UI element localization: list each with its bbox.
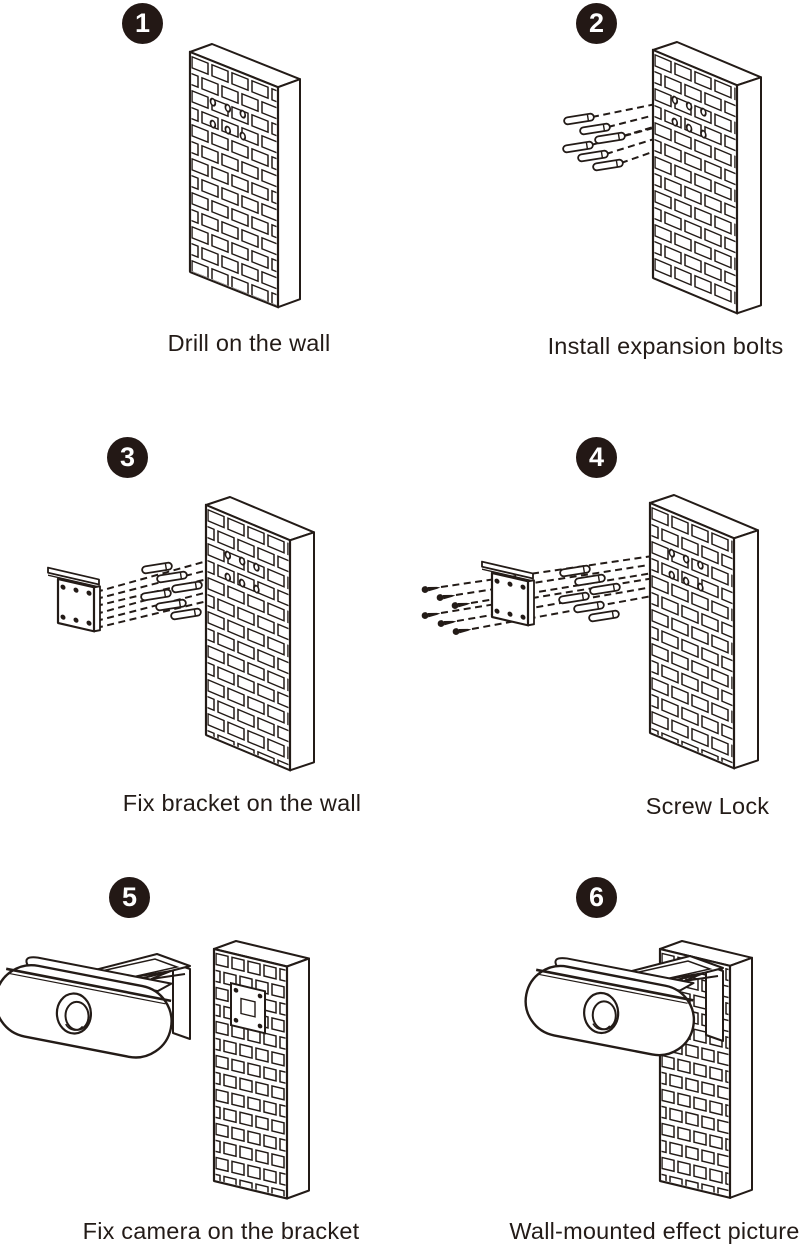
expansion-bolt bbox=[594, 131, 626, 145]
expansion-bolt bbox=[156, 570, 188, 584]
brick-wall bbox=[212, 940, 310, 1200]
drill-hole bbox=[685, 101, 693, 111]
expansion-bolt bbox=[589, 582, 621, 596]
drill-hole bbox=[238, 556, 246, 566]
screw bbox=[437, 620, 457, 627]
drill-hole bbox=[209, 97, 217, 107]
drill-hole bbox=[671, 117, 679, 127]
drill-hole bbox=[668, 570, 676, 580]
step-4: 4 Screw Lock bbox=[402, 417, 805, 857]
drill-hole bbox=[253, 562, 260, 572]
step-6-number-badge: 6 bbox=[576, 877, 617, 918]
drill-hole bbox=[697, 582, 704, 592]
step-5-caption: Fix camera on the bracket bbox=[82, 1218, 360, 1244]
brick-wall bbox=[651, 41, 762, 315]
brick-wall bbox=[648, 494, 759, 770]
drill-hole bbox=[224, 550, 232, 560]
expansion-bolt bbox=[170, 607, 202, 621]
step-6: 6 Wall-mounted effect picture bbox=[402, 857, 805, 1252]
step-5-illustration bbox=[0, 940, 310, 1200]
screw bbox=[451, 602, 471, 609]
drill-hole bbox=[671, 95, 679, 105]
drill-hole bbox=[682, 576, 690, 586]
step-1-number-badge: 1 bbox=[122, 3, 163, 44]
drill-hole bbox=[224, 103, 232, 113]
step-4-illustration bbox=[421, 494, 759, 770]
step-4-number-badge: 4 bbox=[576, 437, 617, 478]
screw bbox=[452, 628, 472, 635]
expansion-bolt bbox=[171, 580, 203, 594]
step-1: 1 Drill on the wall bbox=[0, 0, 402, 417]
drill-hole bbox=[224, 125, 232, 135]
camera-lens bbox=[583, 991, 620, 1035]
step-2: 2 Install expansion bolts bbox=[402, 0, 805, 417]
step-5: 5 Fix camera on the bracket bbox=[0, 857, 402, 1252]
expansion-bolt bbox=[563, 112, 595, 126]
step-3-number-badge: 3 bbox=[107, 437, 148, 478]
screw bbox=[436, 594, 456, 601]
drill-hole bbox=[697, 560, 704, 570]
step-3-caption: Fix bracket on the wall bbox=[122, 790, 362, 816]
expansion-bolt bbox=[577, 149, 609, 163]
drill-hole bbox=[700, 107, 707, 117]
step-3-illustration bbox=[47, 496, 315, 772]
mounted-bracket-plate bbox=[230, 981, 266, 1035]
drill-hole bbox=[253, 584, 260, 594]
screw bbox=[421, 612, 441, 619]
step-3: 3 Fix bracket on the wall bbox=[0, 417, 402, 857]
step-1-illustration bbox=[188, 43, 301, 309]
step-4-caption: Screw Lock bbox=[645, 793, 770, 819]
expansion-bolt bbox=[579, 122, 611, 136]
step-5-number-badge: 5 bbox=[109, 877, 150, 918]
drill-hole bbox=[668, 548, 676, 558]
camera bbox=[0, 956, 173, 1059]
expansion-bolt bbox=[588, 609, 620, 623]
step-6-illustration bbox=[524, 940, 753, 1199]
expansion-bolt bbox=[140, 588, 172, 602]
alignment-dashed-line bbox=[440, 552, 672, 588]
drill-hole bbox=[239, 109, 247, 119]
expansion-bolt bbox=[559, 564, 591, 578]
drill-hole bbox=[682, 554, 690, 564]
expansion-bolt bbox=[573, 600, 605, 614]
alignment-dashed-line bbox=[440, 574, 673, 614]
expansion-bolt bbox=[558, 591, 590, 605]
expansion-bolt bbox=[574, 573, 606, 587]
drill-hole bbox=[700, 129, 707, 139]
step-2-caption: Install expansion bolts bbox=[547, 333, 784, 359]
drill-hole bbox=[224, 572, 232, 582]
expansion-bolt bbox=[592, 158, 624, 172]
drill-hole bbox=[239, 131, 247, 141]
brick-wall bbox=[204, 496, 315, 772]
step-2-number-badge: 2 bbox=[576, 3, 617, 44]
mounting-bracket-plate bbox=[481, 560, 535, 627]
step-1-caption: Drill on the wall bbox=[167, 330, 331, 356]
camera bbox=[524, 957, 696, 1057]
drill-hole bbox=[209, 119, 217, 129]
mounting-bracket-plate bbox=[47, 566, 101, 633]
step-2-illustration bbox=[562, 41, 762, 315]
expansion-bolt bbox=[562, 140, 594, 154]
expansion-bolt bbox=[155, 598, 187, 612]
screw bbox=[421, 586, 441, 593]
step-6-caption: Wall-mounted effect picture bbox=[509, 1218, 800, 1244]
camera-lens bbox=[55, 992, 93, 1035]
brick-wall bbox=[188, 43, 301, 309]
expansion-bolt bbox=[141, 561, 173, 575]
drill-hole bbox=[238, 578, 246, 588]
drill-hole bbox=[685, 123, 693, 133]
